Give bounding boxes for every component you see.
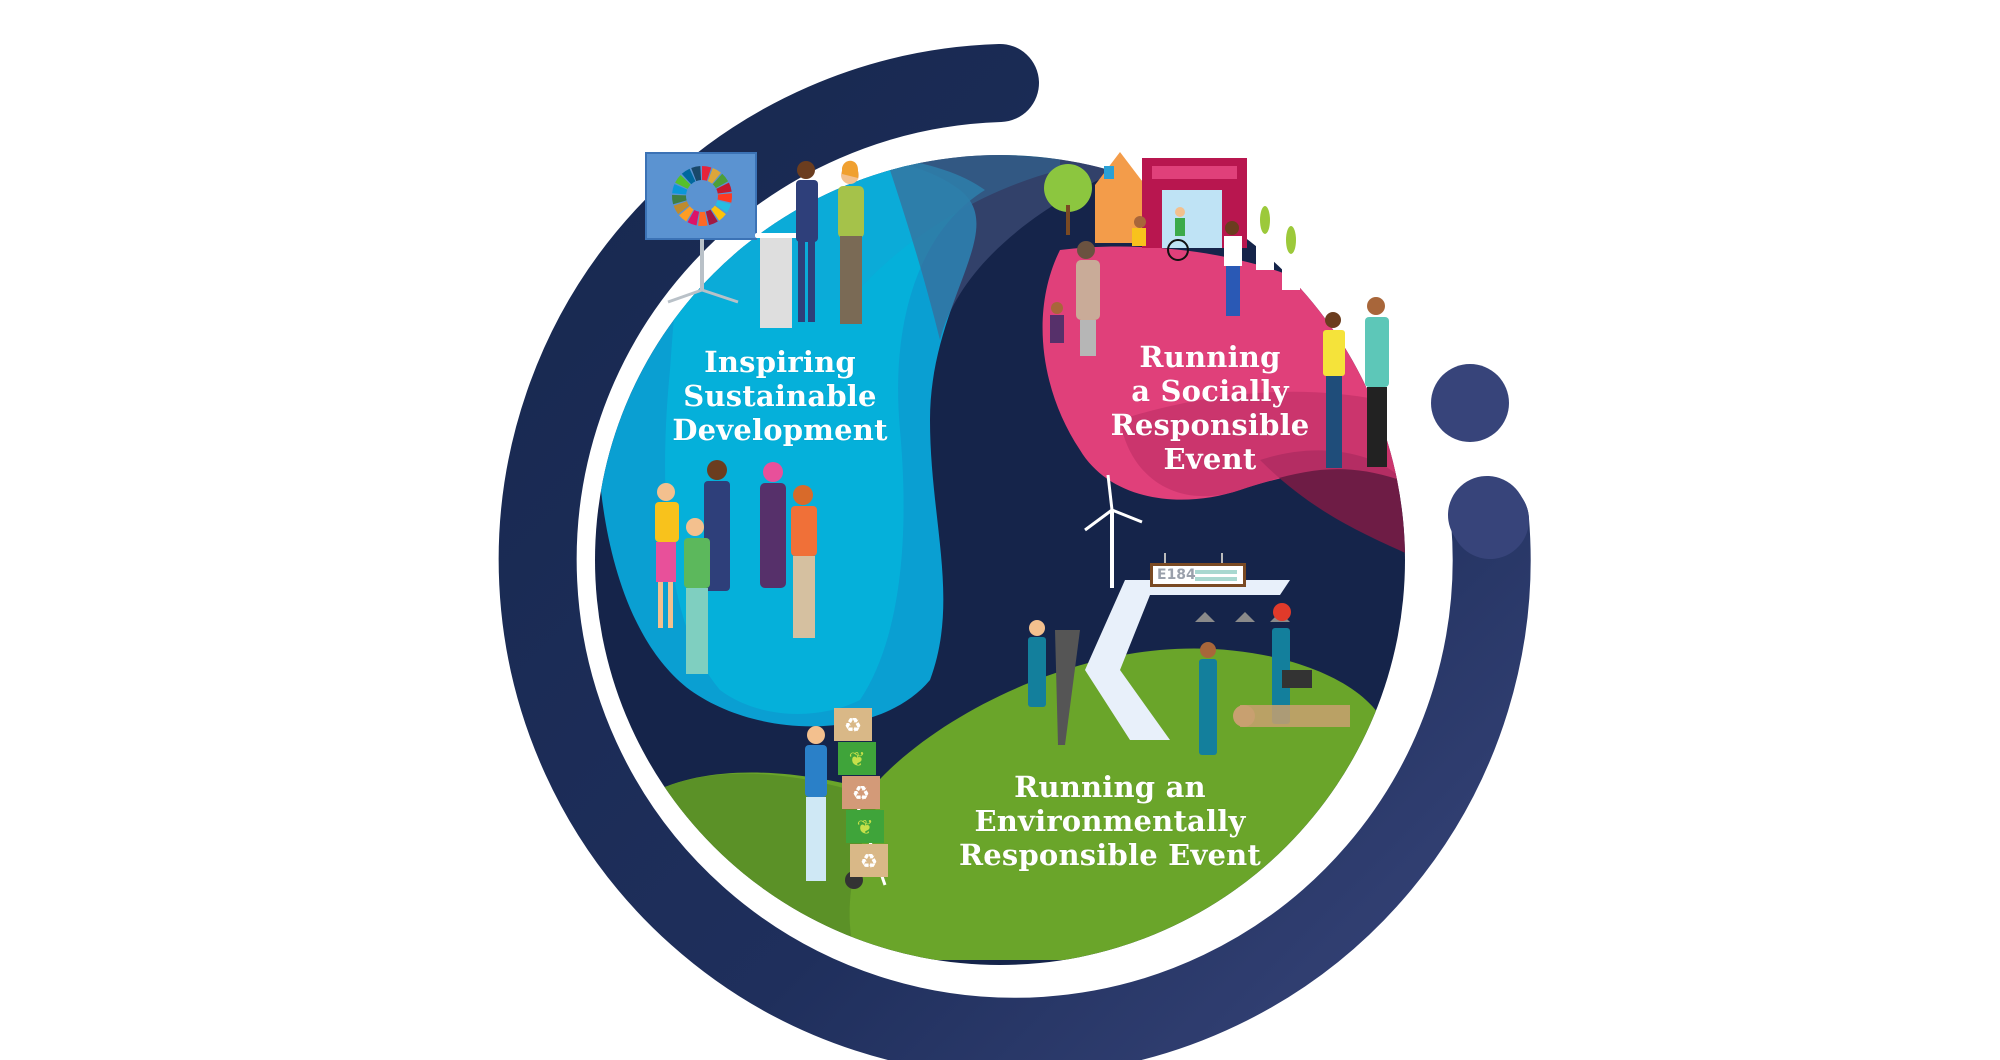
label-line: Development [672, 413, 888, 447]
label-line: Responsible Event [958, 838, 1262, 872]
sdg-segment [715, 200, 731, 213]
sdg-segment [707, 168, 721, 184]
label-line: Sustainable [683, 379, 877, 413]
section-label-social: Running a Socially Responsible Event [1090, 340, 1330, 476]
recycle-icon: ♻ [844, 713, 862, 737]
people-group [655, 460, 817, 674]
section-label-sustainable-development: Inspiring Sustainable Development [640, 345, 920, 447]
recycle-icon: ♻ [852, 781, 870, 805]
sdg-segment [675, 175, 691, 189]
sdg-segment [717, 193, 733, 203]
logo-dot [1431, 364, 1509, 442]
sdg-segment [679, 206, 694, 222]
label-line: Running [1139, 340, 1281, 374]
leaf-icon: ❦ [849, 747, 866, 771]
exhibition-booth [1085, 553, 1290, 740]
sdg-segment [672, 184, 688, 195]
sdg-segment [687, 210, 700, 226]
wind-turbine-icon [1084, 474, 1143, 588]
box [850, 844, 888, 877]
box [834, 708, 872, 741]
label-line: Inspiring [704, 345, 856, 379]
town-scene [1044, 152, 1389, 468]
box [838, 742, 876, 775]
booth-number: E184 [1157, 567, 1196, 583]
sdg-wheel-icon [671, 166, 733, 226]
sdg-segment [711, 205, 726, 221]
box [842, 776, 880, 809]
attendee-figure [838, 160, 864, 324]
sign-text-lines [1195, 570, 1237, 584]
section-label-environmental: Running an Environmentally Responsible E… [945, 770, 1275, 872]
sdg-segment [673, 201, 690, 215]
workers [1028, 603, 1350, 755]
label-line: a Socially [1131, 374, 1289, 408]
sdg-segment [698, 211, 708, 226]
leaf-icon: ❦ [857, 815, 874, 839]
recycle-icon: ♻ [860, 849, 878, 873]
sdg-segment [712, 173, 729, 189]
sdg-segment [681, 168, 696, 185]
sdg-segment [671, 194, 687, 205]
wheelchair-icon [1167, 207, 1189, 261]
label-line: Event [1163, 442, 1257, 476]
sdg-segment [691, 166, 702, 182]
speaker-figure [796, 161, 818, 322]
label-line: Responsible [1110, 408, 1310, 442]
sdg-segment [702, 166, 712, 181]
presentation-screen [645, 152, 757, 304]
hand-truck-worker: ♻ ❦ ♻ ❦ ♻ [805, 708, 888, 889]
label-line: Running an [1014, 770, 1206, 804]
sdg-segment [716, 182, 732, 194]
booth-number-sign: E184 [1150, 563, 1246, 587]
pink-region [1042, 246, 1405, 560]
podium [755, 233, 817, 328]
sdg-segment [705, 209, 718, 226]
box [846, 810, 884, 843]
label-line: Environmentally [974, 804, 1246, 838]
